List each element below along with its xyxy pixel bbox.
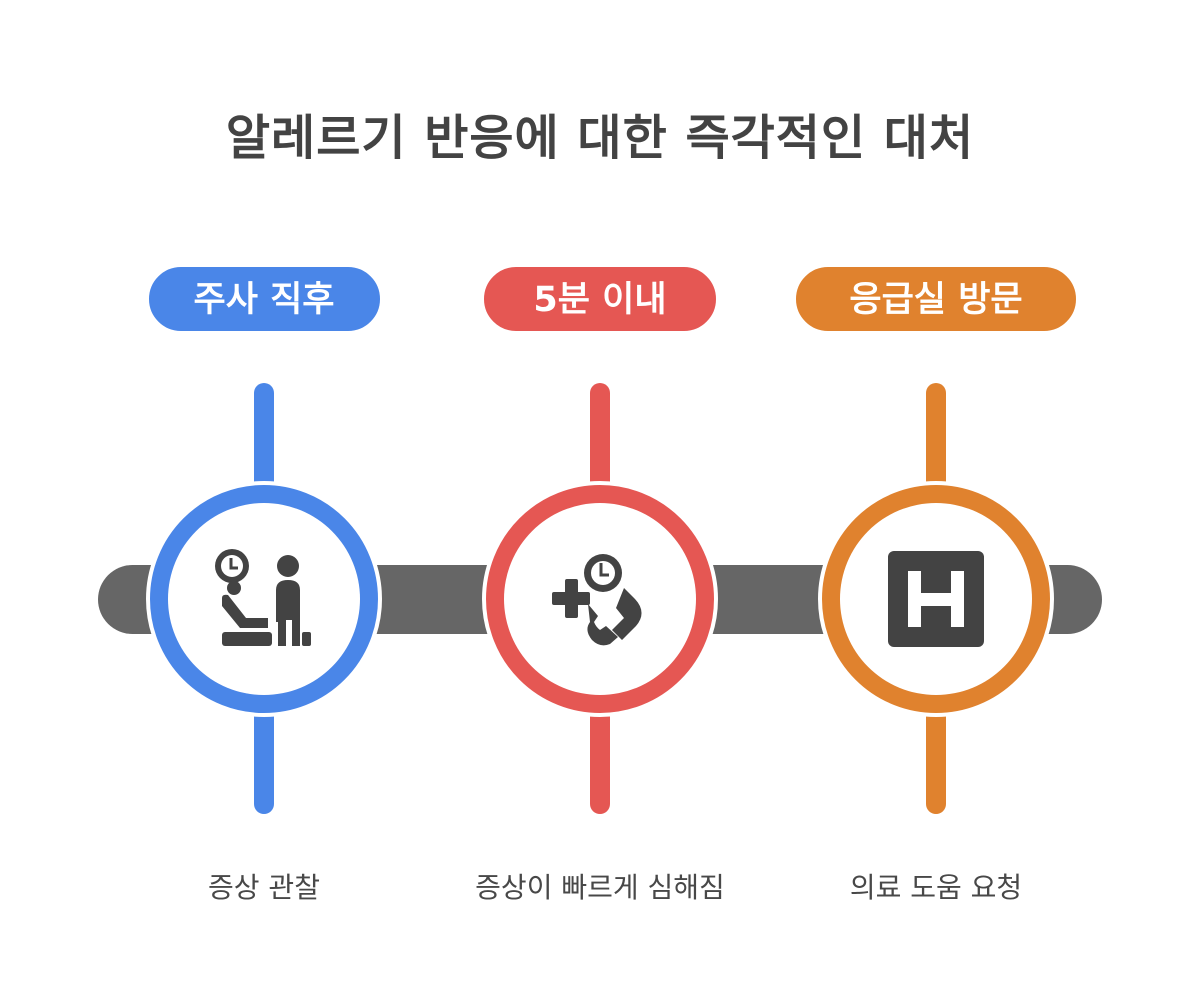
step-1: 주사 직후 xyxy=(145,263,384,814)
page-title: 알레르기 반응에 대한 즉각적인 대처 xyxy=(225,110,975,166)
hospital-icon xyxy=(888,551,984,647)
step-2-description: 증상이 빠르게 심해짐 xyxy=(475,871,725,904)
step-1-label: 주사 직후 xyxy=(194,280,335,320)
step-2: 5분 이내 xyxy=(480,263,720,814)
step-3-label: 응급실 방문 xyxy=(849,280,1022,320)
step-3-description: 의료 도움 요청 xyxy=(849,871,1023,904)
step-2-label: 5분 이내 xyxy=(533,280,666,320)
step-3: 응급실 방문 xyxy=(792,263,1080,814)
step-3-pill xyxy=(792,263,1080,335)
emergency-call-icon xyxy=(552,554,642,646)
step-2-pill xyxy=(480,263,720,335)
step-1-pill xyxy=(145,263,384,335)
step-1-description: 증상 관찰 xyxy=(208,871,320,904)
patient-observation-icon xyxy=(215,549,311,646)
